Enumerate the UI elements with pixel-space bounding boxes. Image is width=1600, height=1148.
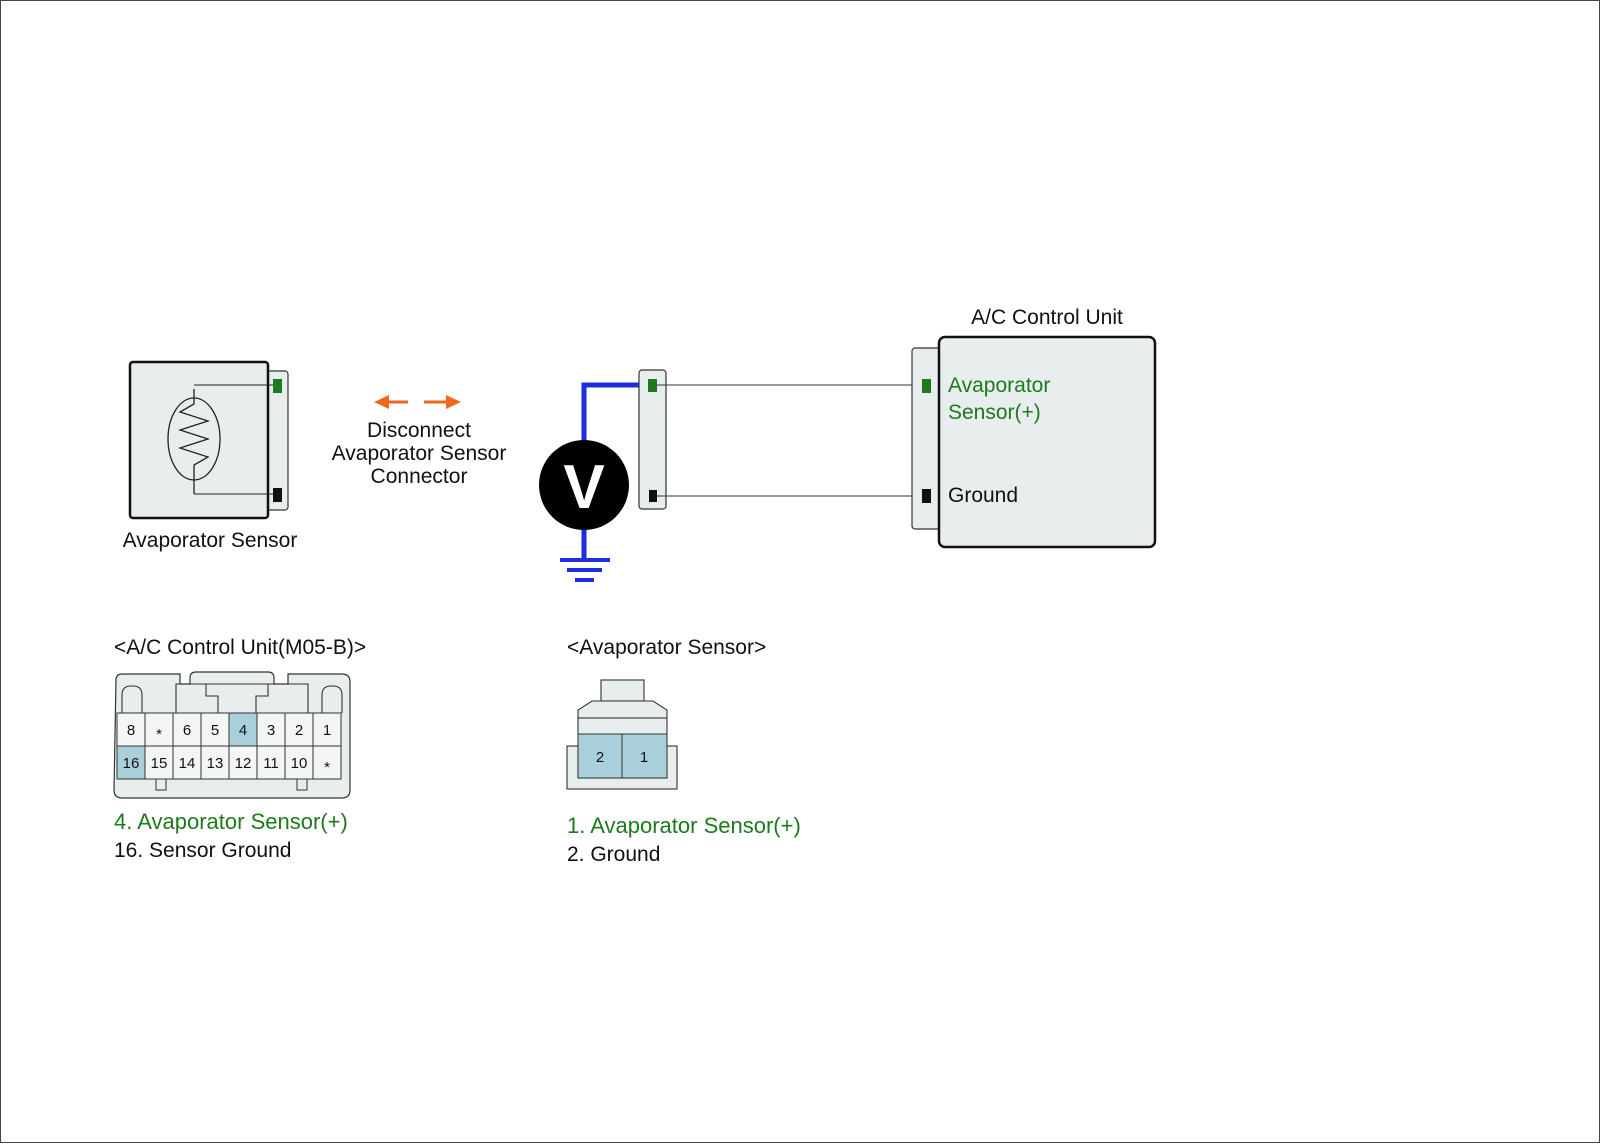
acu-pin-cell <box>116 712 146 747</box>
sensor-body <box>128 360 270 520</box>
acu-pin-label: 1 <box>323 722 331 739</box>
arrow-left-icon <box>374 395 389 409</box>
acu-pin-ground-label: Ground <box>948 484 1018 507</box>
sensor-pin-label-1: 1 <box>640 749 648 766</box>
acu-pin-label: * <box>324 759 330 776</box>
acu-pin-label: 13 <box>207 755 224 772</box>
voltmeter: V <box>539 382 649 582</box>
sensor-connector-title: <Avaporator Sensor> <box>567 636 766 659</box>
sensor-pin-label-2: 2 <box>596 749 604 766</box>
acu-bottom-tab-left <box>155 778 167 791</box>
sensor-connector-top <box>577 700 668 718</box>
acu-pin-cell <box>200 712 230 747</box>
acu-pin-cell <box>172 712 202 747</box>
acu-pin-cell <box>284 745 314 780</box>
acu-pin-label: 3 <box>267 722 275 739</box>
disconnect-indicator: Disconnect Avaporator Sensor Connector <box>332 395 507 488</box>
sensor-legend-1: 1. Avaporator Sensor(+) <box>567 813 801 838</box>
acu-pin-label: 6 <box>183 722 191 739</box>
voltmeter-symbol: V <box>563 453 604 522</box>
acu-pin-label: * <box>156 726 162 743</box>
acu-key-outline <box>175 683 309 713</box>
acu-pin-cell <box>172 745 202 780</box>
voltmeter-icon <box>539 440 629 530</box>
sensor-connector-face: <Avaporator Sensor> 2 1 1. Avaporator Se… <box>566 636 801 866</box>
sensor-pin-cell-2 <box>577 733 623 779</box>
acu-bottom-tab-right <box>296 778 308 791</box>
harness-pin-ground <box>649 490 657 502</box>
acu-pin-cell <box>284 712 314 747</box>
acu-pin-cell <box>256 745 286 780</box>
acu-latch-right <box>321 685 343 713</box>
acu-pin-label: 11 <box>263 755 279 772</box>
acu-latch-left <box>121 685 143 713</box>
acu-connector-face: <A/C Control Unit(M05-B)> 8 * 6 5 4 3 2 1 16 15 14… <box>113 636 366 862</box>
sensor-pin-ground <box>273 488 282 502</box>
disconnect-line-2: Avaporator Sensor <box>332 442 507 465</box>
sensor-legend-2: 2. Ground <box>567 843 660 866</box>
sensor-pin-cell-1 <box>621 733 668 779</box>
acu-pin-label: 4 <box>239 722 247 739</box>
disconnect-line-3: Connector <box>371 465 468 488</box>
harness-pin-signal <box>648 379 657 392</box>
harness-connector-block <box>638 369 667 510</box>
acu-pin-label: 2 <box>295 722 303 739</box>
arrow-right-icon <box>446 395 461 409</box>
sensor-label: Avaporator Sensor <box>123 529 298 552</box>
harness-connector <box>638 369 667 510</box>
ac-control-unit: A/C Control Unit Avaporator Sensor(+) Gr… <box>911 306 1157 549</box>
acu-pin-label: 16 <box>123 755 140 772</box>
acu-pin-label: 14 <box>179 755 196 772</box>
acu-pin-label: 12 <box>235 755 252 772</box>
acu-pin-cell <box>200 745 230 780</box>
acu-legend-1: 4. Avaporator Sensor(+) <box>114 809 348 834</box>
acu-pin-signal <box>922 379 931 393</box>
disconnect-line-1: Disconnect <box>367 419 471 442</box>
acu-body <box>937 335 1157 549</box>
sensor-pin-signal <box>273 379 282 393</box>
evaporator-sensor-component: Avaporator Sensor <box>123 360 298 552</box>
acu-pin-label: 15 <box>151 755 168 772</box>
acu-pin-cell <box>312 712 342 747</box>
acu-legend-2: 16. Sensor Ground <box>114 839 291 862</box>
acu-pin-ground <box>922 489 931 503</box>
resistor-zigzag <box>177 389 211 494</box>
acu-pin-label: 8 <box>127 722 135 739</box>
acu-pin-label: 5 <box>211 722 219 739</box>
acu-pin-label: 10 <box>291 755 308 772</box>
acu-pin-sensor-label-1: Avaporator <box>948 374 1050 397</box>
acu-pin-sensor-label-2: Sensor(+) <box>948 401 1041 424</box>
acu-pin-cell <box>144 745 174 780</box>
acu-pin-grid: 8 * 6 5 4 3 2 1 16 15 14 13 12 11 10 * <box>116 712 342 780</box>
probe-wire-positive <box>581 382 649 442</box>
acu-pin-cell <box>312 745 342 780</box>
acu-title: A/C Control Unit <box>971 306 1123 329</box>
acu-pin-cell <box>228 712 258 747</box>
acu-connector-title: <A/C Control Unit(M05-B)> <box>114 636 366 659</box>
sensor-connector-key <box>600 679 645 702</box>
